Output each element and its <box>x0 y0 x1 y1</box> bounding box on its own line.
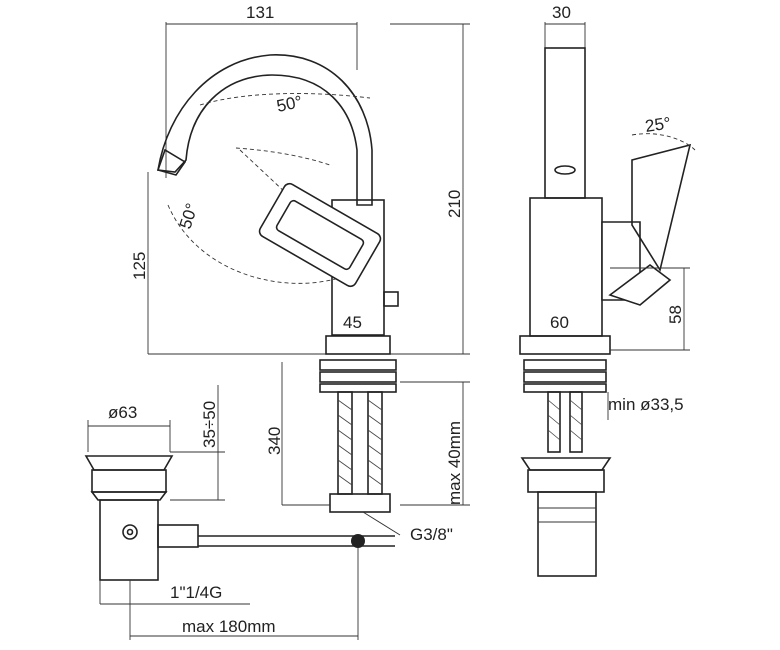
dim-max-40mm: max 40mm <box>445 421 464 505</box>
dim-depth-30: 30 <box>552 3 571 22</box>
front-view <box>147 22 470 536</box>
dim-angle-25: 25° <box>644 114 672 136</box>
dim-base-60: 60 <box>550 313 569 332</box>
dim-min-hole: min ø33,5 <box>608 395 684 414</box>
side-view <box>519 22 696 577</box>
dim-height-58: 58 <box>666 305 685 324</box>
tap-base <box>325 335 391 355</box>
dim-angle-50-top: 50° <box>275 92 304 116</box>
spout <box>157 54 373 206</box>
dim-width-131: 131 <box>246 3 274 22</box>
dim-base-45: 45 <box>343 313 362 332</box>
lever-handle <box>258 182 382 288</box>
dim-waste-thread: 1"1/4G <box>170 583 222 602</box>
dim-angle-50-left: 50° <box>176 201 202 231</box>
dim-thread-g38: G3/8" <box>410 525 453 544</box>
dim-height-210: 210 <box>445 190 464 218</box>
waste-assembly <box>84 385 395 640</box>
dim-waste-range: 35÷50 <box>200 401 219 448</box>
dim-height-125: 125 <box>130 252 149 280</box>
side-spout <box>544 47 586 199</box>
dim-max-180mm: max 180mm <box>182 617 276 636</box>
dim-hose-340: 340 <box>265 427 284 455</box>
dim-waste-dia: ø63 <box>108 403 137 422</box>
